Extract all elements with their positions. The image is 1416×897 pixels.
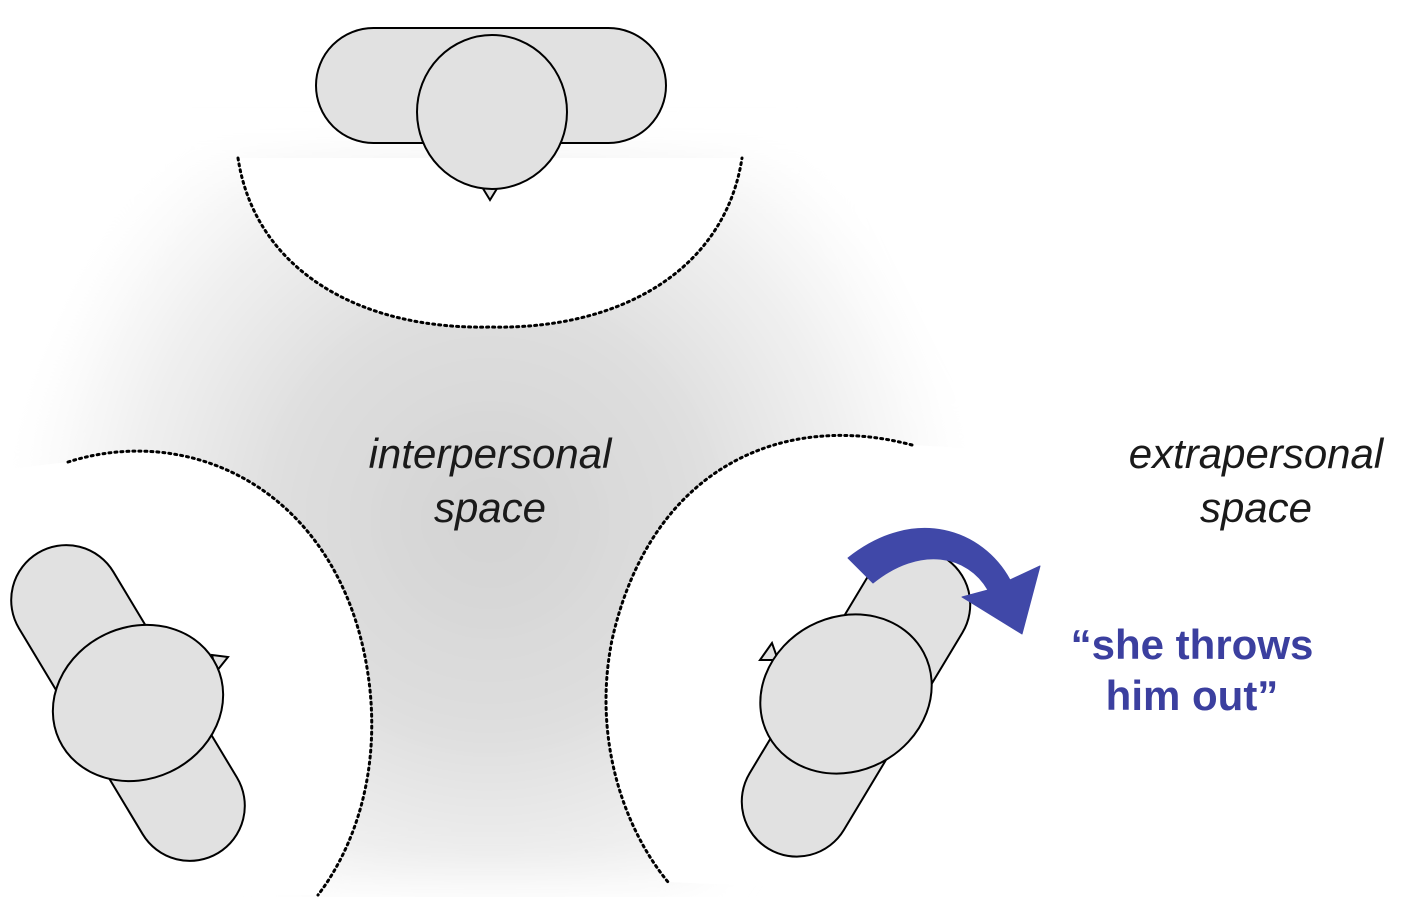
interpersonal-space-label: interpersonal space: [330, 427, 650, 535]
person-left-head: [51, 623, 225, 783]
throw-out-arrow: [847, 527, 1041, 635]
personal-space-top: [238, 158, 742, 328]
boundary-left: [66, 449, 374, 897]
utterance-line2: him out”: [1105, 672, 1279, 719]
extrapersonal-space-label: extrapersonal space: [1096, 427, 1416, 535]
boundary-right: [604, 433, 914, 884]
person-left: [10, 544, 246, 862]
interpersonal-label-line1: interpersonal: [368, 430, 612, 477]
person-top: [315, 27, 667, 202]
utterance-label: “she throws him out”: [1032, 619, 1352, 721]
person-top-head: [416, 34, 568, 190]
person-right-head: [759, 613, 933, 775]
person-right-nose: [758, 640, 780, 661]
interpersonal-label-line2: space: [433, 484, 547, 531]
boundary-top: [236, 156, 744, 329]
utterance-line1: “she throws: [1070, 621, 1314, 668]
extrapersonal-label-line1: extrapersonal: [1128, 430, 1384, 477]
extrapersonal-label-line2: space: [1199, 484, 1313, 531]
